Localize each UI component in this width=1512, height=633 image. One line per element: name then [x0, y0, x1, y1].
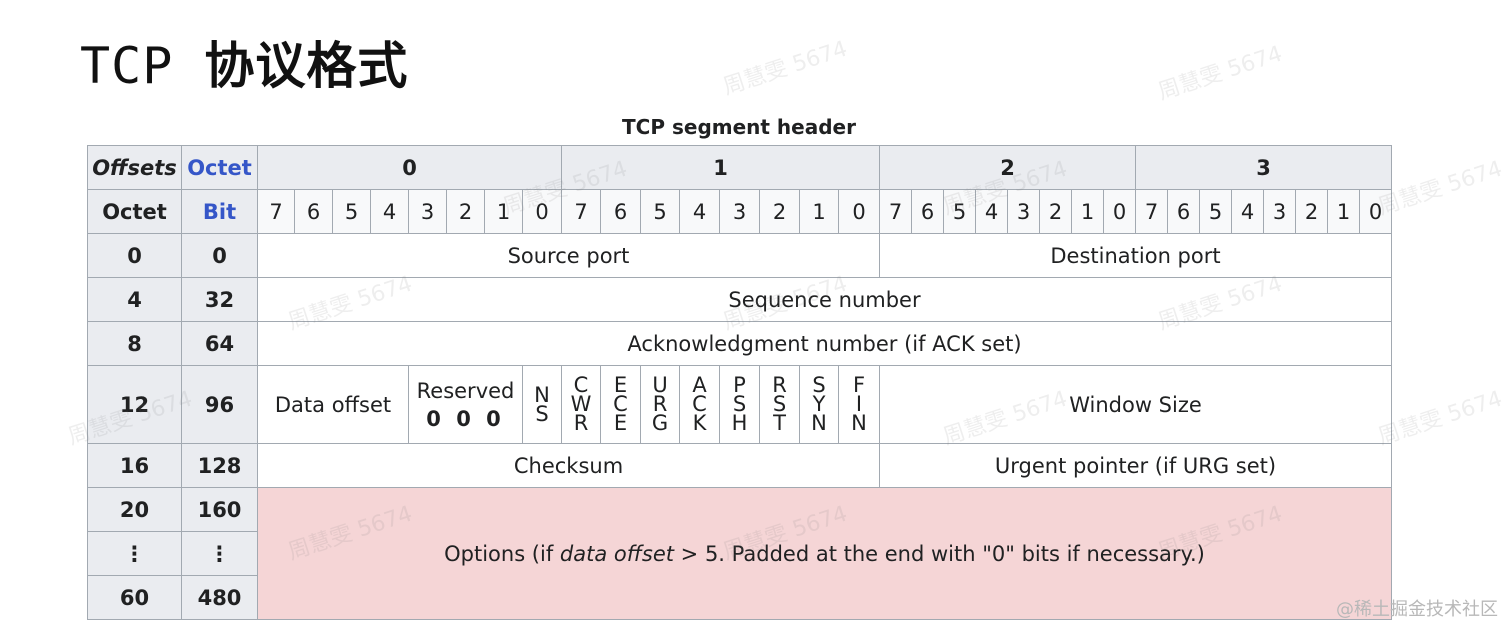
row-bit: 160 — [181, 487, 258, 532]
octet-header: Octet — [181, 145, 258, 190]
watermark: 周慧雯 5674 — [1375, 156, 1506, 221]
octet-row-header: Octet — [87, 189, 182, 234]
row-bit: 64 — [181, 321, 258, 366]
bit-number-cell: 0 — [1359, 189, 1392, 234]
field-urgent-pointer: Urgent pointer (if URG set) — [879, 443, 1392, 488]
row-octet: 0 — [87, 233, 182, 278]
field-checksum: Checksum — [257, 443, 880, 488]
reserved-bits: 0 0 0 — [426, 406, 505, 431]
bit-number-cell: 0 — [838, 189, 880, 234]
bit-number-cell: 6 — [294, 189, 333, 234]
bit-number-cell: 4 — [370, 189, 409, 234]
bit-number-cell: 6 — [1167, 189, 1200, 234]
row-bit: ⋮ — [181, 531, 258, 576]
row-bit: 128 — [181, 443, 258, 488]
slide-title: TCP 协议格式 — [80, 37, 409, 95]
row-octet: 8 — [87, 321, 182, 366]
bit-number-cell: 2 — [1039, 189, 1072, 234]
row-bit: 32 — [181, 277, 258, 322]
bit-number-cell: 0 — [1103, 189, 1136, 234]
bit-number-cell: 4 — [975, 189, 1008, 234]
bit-number-cell: 3 — [1007, 189, 1040, 234]
octet-0-header: 0 — [257, 145, 562, 190]
reserved-label: Reserved — [416, 378, 515, 403]
row-bit: 480 — [181, 575, 258, 620]
offsets-header: Offsets — [87, 145, 182, 190]
footer-credit: @稀土掘金技术社区 — [1336, 599, 1498, 620]
field-data-offset: Data offset — [257, 365, 409, 444]
bit-number-cell: 5 — [1199, 189, 1232, 234]
bit-number-cell: 3 — [408, 189, 447, 234]
field-destination-port: Destination port — [879, 233, 1392, 278]
bit-number-cell: 3 — [1263, 189, 1296, 234]
bit-number-cell: 1 — [1071, 189, 1104, 234]
octet-3-header: 3 — [1135, 145, 1392, 190]
bit-number-cell: 5 — [332, 189, 371, 234]
row-octet: ⋮ — [87, 531, 182, 576]
field-reserved: Reserved 0 0 0 — [408, 365, 523, 444]
row-bit: 96 — [181, 365, 258, 444]
bit-number-cell: 1 — [484, 189, 523, 234]
watermark: 周慧雯 5674 — [720, 36, 851, 101]
bit-number-cell: 7 — [879, 189, 912, 234]
row-octet: 4 — [87, 277, 182, 322]
bit-number-cell: 2 — [759, 189, 800, 234]
bit-number-cell: 0 — [522, 189, 562, 234]
watermark: 周慧雯 5674 — [1155, 41, 1286, 106]
field-options: Options (if data offset > 5. Padded at t… — [257, 487, 1392, 620]
bit-number-cell: 4 — [679, 189, 720, 234]
watermark: 周慧雯 5674 — [1375, 386, 1506, 451]
row-octet: 60 — [87, 575, 182, 620]
field-source-port: Source port — [257, 233, 880, 278]
field-sequence-number: Sequence number — [257, 277, 1392, 322]
bit-number-cell: 6 — [600, 189, 641, 234]
field-ack-number: Acknowledgment number (if ACK set) — [257, 321, 1392, 366]
octet-1-header: 1 — [561, 145, 880, 190]
bit-number-cell: 4 — [1231, 189, 1264, 234]
row-octet: 20 — [87, 487, 182, 532]
octet-2-header: 2 — [879, 145, 1136, 190]
bit-number-cell: 7 — [561, 189, 601, 234]
bit-number-cell: 2 — [446, 189, 485, 234]
bit-number-cell: 1 — [799, 189, 839, 234]
row-octet: 16 — [87, 443, 182, 488]
bit-number-cell: 6 — [911, 189, 944, 234]
field-window-size: Window Size — [879, 365, 1392, 444]
row-bit: 0 — [181, 233, 258, 278]
bit-number-cell: 1 — [1327, 189, 1360, 234]
bit-number-cell: 7 — [1135, 189, 1168, 234]
bit-number-cell: 5 — [640, 189, 680, 234]
bit-header: Bit — [181, 189, 258, 234]
bit-number-cell: 2 — [1295, 189, 1328, 234]
table-caption: TCP segment header — [622, 115, 856, 139]
bit-number-cell: 5 — [943, 189, 976, 234]
bit-number-cell: 7 — [257, 189, 295, 234]
bit-number-cell: 3 — [719, 189, 760, 234]
row-octet: 12 — [87, 365, 182, 444]
